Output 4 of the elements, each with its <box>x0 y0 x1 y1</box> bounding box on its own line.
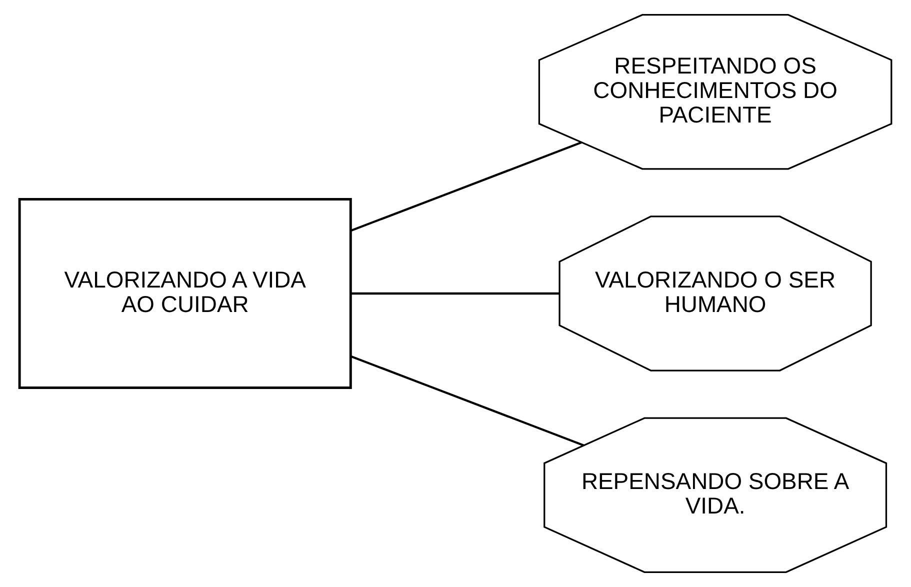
connector <box>350 141 582 232</box>
node-box: VALORIZANDO A VIDA AO CUIDAR <box>18 198 352 389</box>
connector <box>351 292 560 295</box>
connector <box>350 355 584 446</box>
